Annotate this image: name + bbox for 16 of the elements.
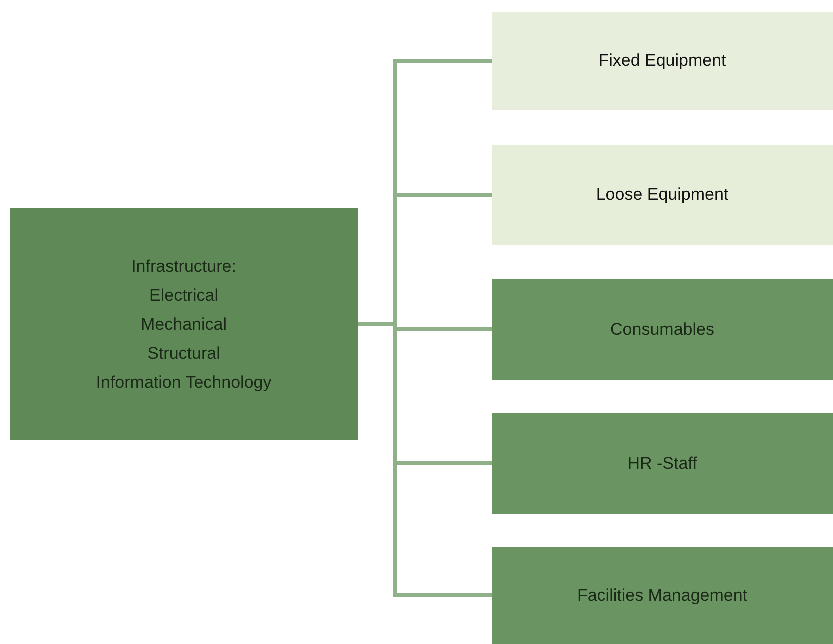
category-box <box>492 413 833 514</box>
box-text: Structural <box>148 342 220 364</box>
box-text: HR -Staff <box>628 452 698 475</box>
box-text: Fixed Equipment <box>598 50 726 72</box>
box-text: Consumables <box>610 318 714 341</box>
box-text: Electrical <box>150 284 218 306</box>
box-text: Mechanical <box>141 314 227 336</box>
category-box <box>492 145 833 245</box>
category-box <box>492 279 833 380</box>
category-box <box>492 12 833 110</box>
category-box <box>492 547 833 644</box>
category-box <box>10 208 358 440</box>
box-text: Facilities Management <box>577 584 748 607</box>
box-text: Loose Equipment <box>596 184 729 206</box>
box-text: Infrastructure: <box>132 256 236 278</box>
box-text: Information Technology <box>96 372 272 394</box>
